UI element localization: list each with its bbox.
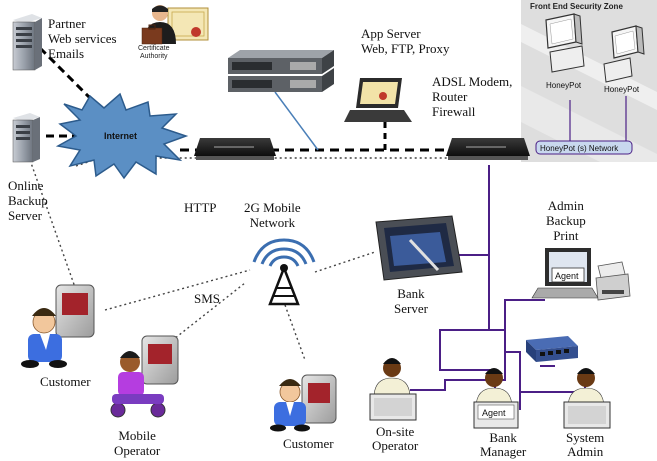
adsl-line-3: Firewall xyxy=(432,104,476,119)
mobile-tower-icon xyxy=(252,238,316,306)
onsite-line-1: On-site xyxy=(375,424,415,439)
app-server-line-1: App Server xyxy=(361,26,421,41)
partner-label: Partner Web services Emails xyxy=(48,16,117,61)
certificate-authority-icon xyxy=(141,5,209,45)
customer-left-icon xyxy=(21,284,95,368)
online-backup-label: Online Backup Server xyxy=(8,178,48,223)
front-end-security-zone: Front End Security Zone xyxy=(521,0,657,162)
sms-label: SMS xyxy=(194,291,221,306)
adsl-line-2: Router xyxy=(432,89,468,104)
mobile-operator-line-1: Mobile xyxy=(118,428,156,443)
honeypot-right-computer-icon xyxy=(603,25,645,83)
agent-label-manager: Agent xyxy=(482,408,506,418)
bank-server-label: Bank Server xyxy=(394,286,428,316)
onsite-line-2: Operator xyxy=(372,438,419,453)
online-backup-server-icon xyxy=(12,113,40,163)
internet-cloud-icon xyxy=(55,92,189,180)
admin-workstation-icon xyxy=(531,248,599,299)
http-label: HTTP xyxy=(184,200,217,215)
mobile-network-label: 2G Mobile Network xyxy=(244,200,301,230)
bank-manager-icon xyxy=(473,368,519,429)
app-server-label: App Server Web, FTP, Proxy xyxy=(361,26,450,56)
customer-bottom-label: Customer xyxy=(283,436,334,451)
bank-manager-line-1: Bank xyxy=(489,430,517,445)
onsite-operator-label: On-site Operator xyxy=(372,425,418,453)
honeypot-network: HoneyPot (s) Network xyxy=(535,96,633,155)
honeypot-network-label: HoneyPot (s) Network xyxy=(540,144,619,153)
system-admin-icon xyxy=(563,368,611,429)
partner-server-icon xyxy=(12,14,42,71)
rack-servers-icon xyxy=(228,50,334,92)
certificate-authority-label: Certificate Authority xyxy=(138,45,170,61)
admin-line-2: Backup xyxy=(546,213,586,228)
router-left-icon xyxy=(194,138,276,160)
online-backup-line-2: Backup xyxy=(8,193,48,208)
adsl-line-1: ADSL Modem, xyxy=(432,74,513,89)
system-admin-label: System Admin xyxy=(566,431,604,459)
bank-server-tablet-icon xyxy=(375,215,463,281)
honeypot-left-label: HoneyPot xyxy=(546,81,582,90)
ca-line-1: Certificate xyxy=(138,45,170,52)
partner-line-1: Partner xyxy=(48,16,86,31)
internet-label: Internet xyxy=(104,131,137,141)
ca-line-2: Authority xyxy=(139,53,168,60)
bank-server-line-2: Server xyxy=(394,301,428,316)
mobile-network-line-1: 2G Mobile xyxy=(244,200,301,215)
app-server-line-2: Web, FTP, Proxy xyxy=(361,41,450,56)
mobile-operator-line-2: Operator xyxy=(114,443,161,458)
mobile-operator-icon xyxy=(110,335,179,418)
mobile-operator-label: Mobile Operator xyxy=(114,428,160,458)
onsite-operator-icon xyxy=(369,358,417,421)
zone-title: Front End Security Zone xyxy=(530,2,623,11)
app-server-laptop-icon xyxy=(344,78,412,122)
online-backup-line-1: Online xyxy=(8,178,44,193)
bank-manager-line-2: Manager xyxy=(480,444,527,459)
admin-backup-label: Admin Backup Print xyxy=(546,198,586,243)
printer-icon xyxy=(595,261,631,301)
customer-left-label: Customer xyxy=(40,374,91,389)
router-right-icon xyxy=(446,138,530,160)
partner-line-3: Emails xyxy=(48,46,85,61)
bank-server-line-1: Bank xyxy=(397,286,425,301)
bank-manager-label: Bank Manager xyxy=(480,431,526,459)
adsl-label: ADSL Modem, Router Firewall xyxy=(432,74,512,119)
partner-line-2: Web services xyxy=(48,31,117,46)
honeypot-right-label: HoneyPot xyxy=(604,85,640,94)
honeypot-left-computer-icon xyxy=(545,13,585,73)
mobile-network-line-2: Network xyxy=(249,215,296,230)
admin-line-3: Print xyxy=(553,228,579,243)
admin-line-1: Admin xyxy=(547,198,584,213)
system-admin-line-1: System xyxy=(566,430,605,445)
agent-label-admin: Agent xyxy=(555,271,579,281)
system-admin-line-2: Admin xyxy=(567,444,604,459)
online-backup-line-3: Server xyxy=(8,208,42,223)
customer-bottom-icon xyxy=(270,374,337,432)
network-switch-icon xyxy=(526,336,578,362)
